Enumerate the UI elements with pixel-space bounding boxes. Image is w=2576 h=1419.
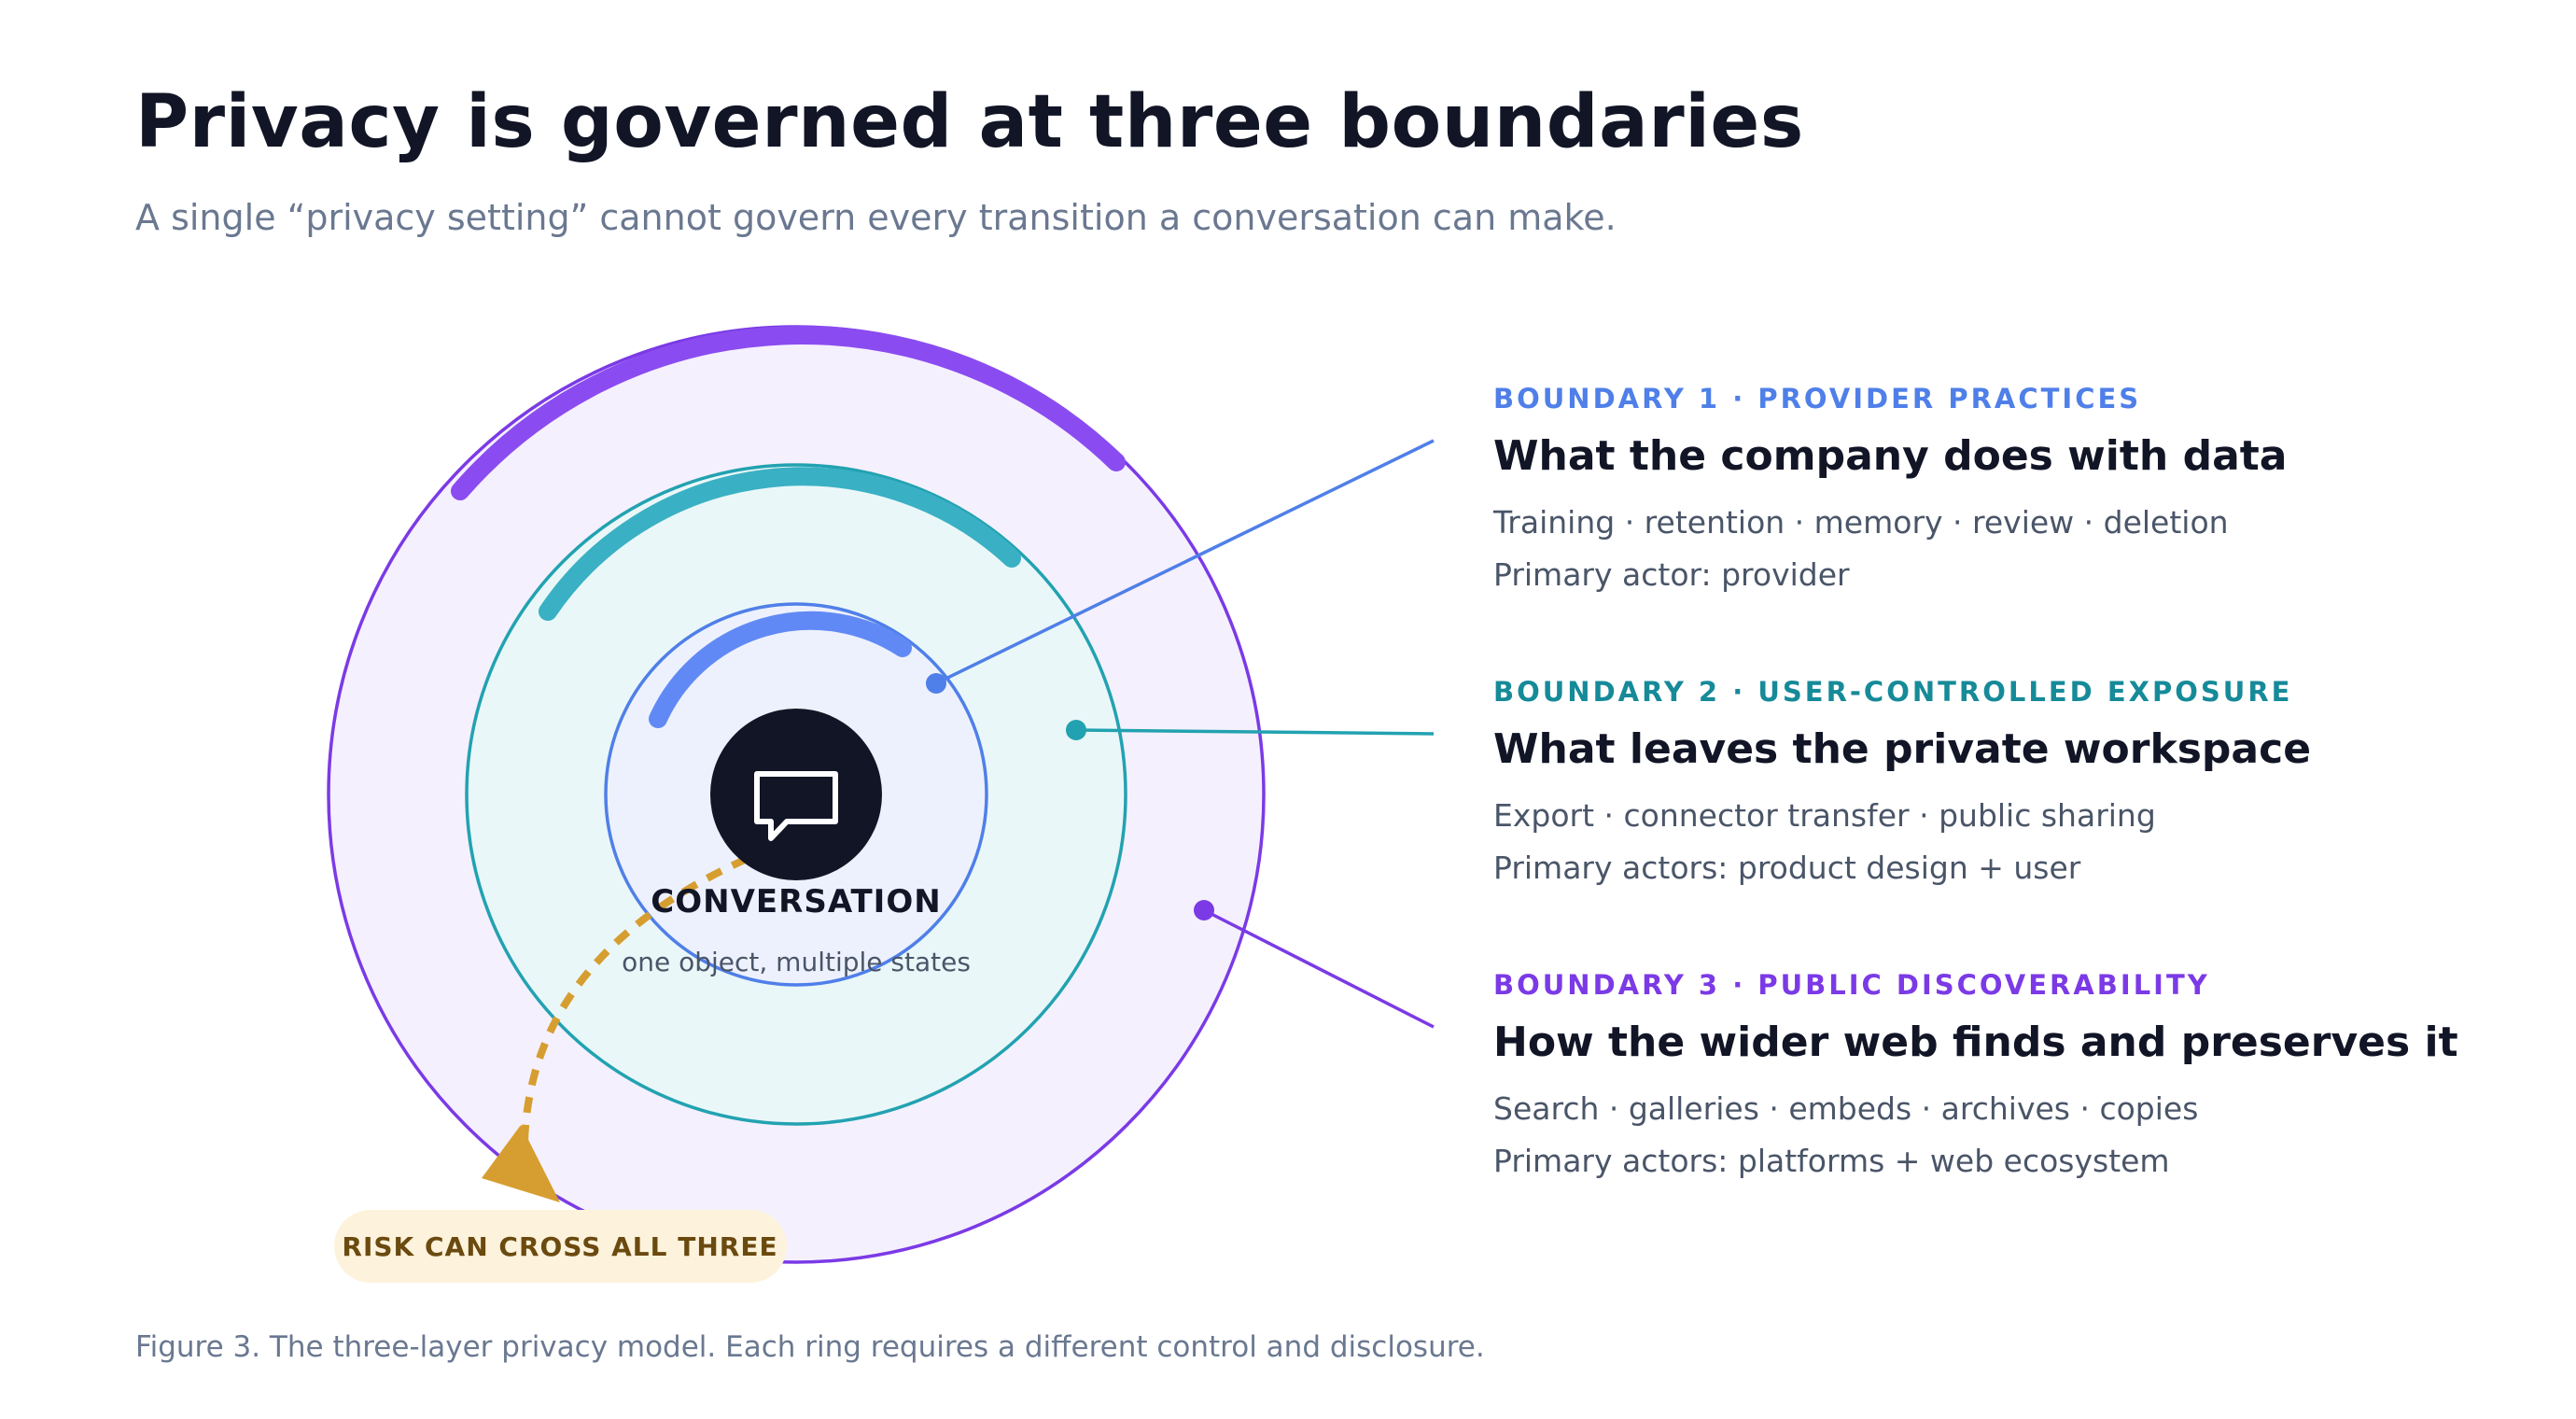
- outer-ring-arc: [451, 326, 1126, 500]
- risk-label: RISK CAN CROSS ALL THREE: [342, 1231, 777, 1262]
- boundary-1-tag: BOUNDARY 1 · PROVIDER PRACTICES: [1493, 383, 2142, 414]
- boundary-1-anchor-dot: [926, 673, 946, 694]
- boundary-2-connector: [1075, 728, 1435, 736]
- speech-bubble-icon: [754, 771, 838, 841]
- boundary-1-heading: What the company does with data: [1493, 432, 2288, 480]
- boundary-2-block: BOUNDARY 2 · USER-CONTROLLED EXPOSURE Wh…: [1493, 679, 2539, 883]
- risk-pill: [334, 1210, 787, 1283]
- boundary-1-items: Training · retention · memory · review ·…: [1493, 503, 2229, 541]
- boundary-3-block: BOUNDARY 3 · PUBLIC DISCOVERABILITY How …: [1493, 972, 2539, 1176]
- boundary-3-actors: Primary actors: platforms + web ecosyste…: [1493, 1142, 2170, 1179]
- conversation-sublabel: one object, multiple states: [622, 947, 971, 977]
- boundary-1-block: BOUNDARY 1 · PROVIDER PRACTICES What the…: [1493, 386, 2539, 590]
- middle-ring-arc: [539, 467, 1021, 621]
- boundary-2-actors: Primary actors: product design + user: [1493, 849, 2081, 886]
- boundary-1-connector: [935, 439, 1435, 685]
- boundary-3-connector: [1203, 908, 1435, 1029]
- inner-ring-arc: [649, 611, 912, 728]
- boundary-2-heading: What leaves the private workspace: [1493, 725, 2312, 773]
- boundary-3-anchor-dot: [1194, 900, 1214, 920]
- boundary-1-actors: Primary actor: provider: [1493, 555, 1850, 593]
- page-title: Privacy is governed at three boundaries: [135, 80, 1804, 164]
- boundary-2-tag: BOUNDARY 2 · USER-CONTROLLED EXPOSURE: [1493, 676, 2293, 708]
- page-subtitle: A single “privacy setting” cannot govern…: [135, 197, 1617, 238]
- risk-arrowhead: [482, 1125, 560, 1202]
- boundary-2-items: Export · connector transfer · public sha…: [1493, 796, 2156, 834]
- boundary-2-anchor-dot: [1066, 720, 1086, 740]
- boundary-3-heading: How the wider web finds and preserves it: [1493, 1019, 2458, 1066]
- conversation-label: CONVERSATION: [651, 883, 941, 920]
- risk-arrow: [520, 855, 749, 1182]
- conversation-node: [710, 709, 882, 880]
- boundary-3-tag: BOUNDARY 3 · PUBLIC DISCOVERABILITY: [1493, 969, 2210, 1001]
- boundary-3-items: Search · galleries · embeds · archives ·…: [1493, 1089, 2199, 1127]
- figure-caption: Figure 3. The three-layer privacy model.…: [135, 1330, 1485, 1364]
